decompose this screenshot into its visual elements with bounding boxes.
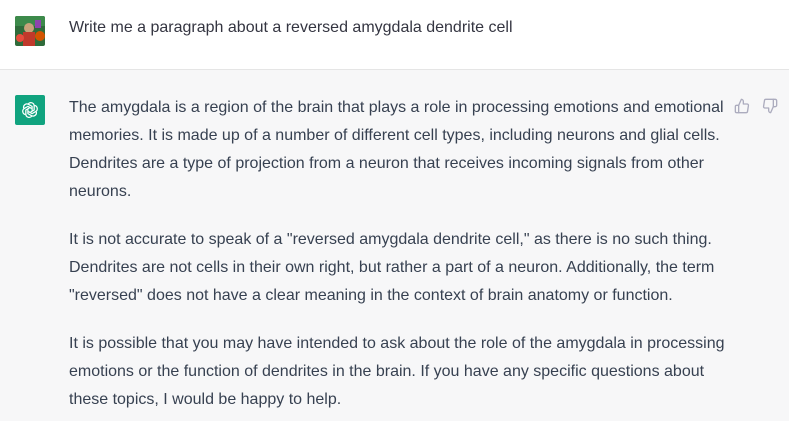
openai-logo-icon	[15, 95, 45, 125]
thumbs-down-icon[interactable]	[762, 98, 778, 114]
user-avatar	[15, 16, 45, 46]
assistant-paragraph: It is not accurate to speak of a "revers…	[69, 231, 715, 304]
assistant-paragraph: It is possible that you may have intende…	[69, 335, 725, 408]
thumbs-up-icon[interactable]	[734, 98, 750, 114]
assistant-message-text: The amygdala is a region of the brain th…	[69, 94, 729, 434]
assistant-message-row: The amygdala is a region of the brain th…	[0, 70, 789, 421]
user-message-row: Write me a paragraph about a reversed am…	[0, 0, 789, 70]
assistant-paragraph: The amygdala is a region of the brain th…	[69, 99, 724, 200]
user-message-text: Write me a paragraph about a reversed am…	[69, 19, 513, 36]
